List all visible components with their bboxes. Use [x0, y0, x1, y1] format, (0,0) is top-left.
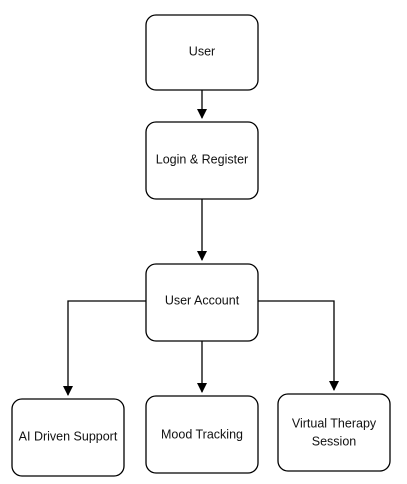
node-user-label: User — [189, 44, 215, 58]
node-virtual-therapy-session-box — [277, 393, 391, 472]
node-mood-tracking-box — [145, 395, 259, 474]
node-login-register: Login & Register — [145, 121, 259, 200]
node-login-register-box — [145, 121, 259, 200]
node-user: User — [145, 14, 259, 91]
node-user-box — [145, 14, 259, 91]
node-ai-driven-support: AI Driven Support — [11, 398, 125, 477]
node-user-account-label: User Account — [165, 293, 240, 307]
node-login-register-label: Login & Register — [156, 152, 248, 166]
node-mood-tracking-label: Mood Tracking — [161, 427, 243, 441]
node-ai-driven-support-box — [11, 398, 125, 477]
node-virtual-therapy-session-label-line2: Session — [312, 434, 357, 448]
node-virtual-therapy-session: Virtual Therapy Session — [277, 393, 391, 472]
edge-account-to-therapy-session — [258, 300, 339, 391]
edge-account-to-ai-support — [63, 300, 146, 396]
edges — [63, 90, 339, 396]
node-user-account: User Account — [145, 263, 259, 342]
node-virtual-therapy-session-label-line1: Virtual Therapy — [292, 416, 377, 430]
node-user-account-box — [145, 263, 259, 342]
node-ai-driven-support-label: AI Driven Support — [19, 429, 118, 443]
node-mood-tracking: Mood Tracking — [145, 395, 259, 474]
